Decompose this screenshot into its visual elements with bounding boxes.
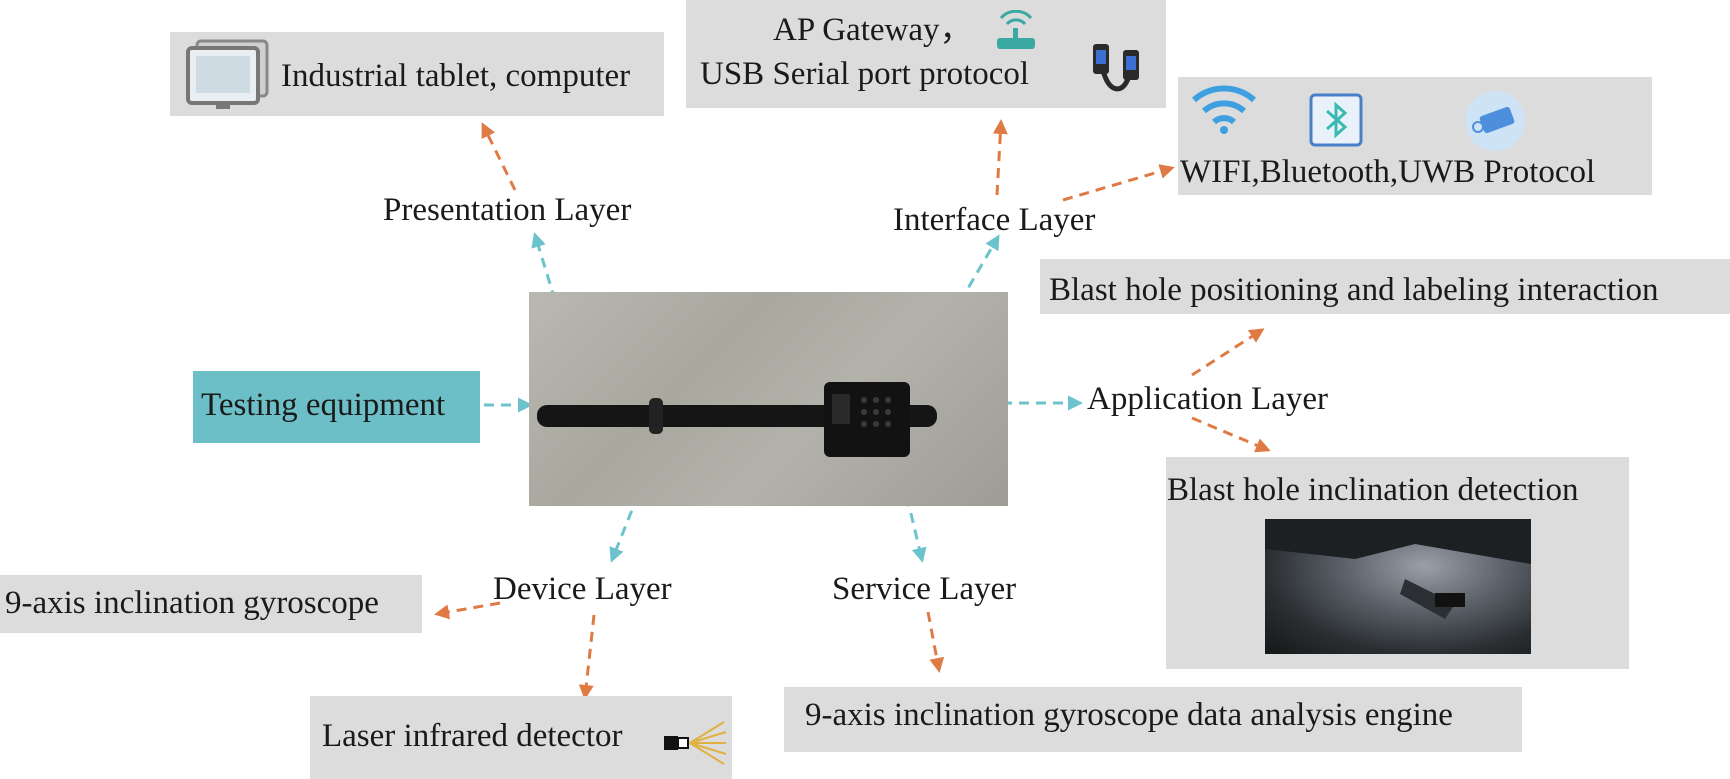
inclination-photo <box>1265 519 1531 654</box>
wifi-icon <box>1189 84 1259 141</box>
laser-label: Laser infrared detector <box>322 718 623 754</box>
arrow-to-interface <box>958 234 1000 303</box>
monitor-icon <box>183 38 273 117</box>
gateway-box <box>686 0 1166 108</box>
router-icon <box>993 9 1039 57</box>
application-layer-label: Application Layer <box>1087 381 1328 417</box>
gyroscope-label: 9-axis inclination gyroscope <box>5 585 379 621</box>
gyroscope-box <box>0 575 422 633</box>
laser-emitter-icon <box>662 720 728 773</box>
arrow-presentation-target <box>481 122 517 191</box>
arrow-device-gyroscope <box>434 601 501 620</box>
testing-equipment-box <box>193 371 480 443</box>
arrow-to-service <box>901 479 927 563</box>
arrow-to-presentation <box>531 232 557 301</box>
inclination-label: Blast hole inclination detection <box>1167 472 1579 508</box>
arrow-to-device <box>609 494 640 563</box>
bluetooth-icon <box>1309 93 1363 152</box>
positioning-box <box>1040 259 1730 314</box>
testing-equipment-label: Testing equipment <box>201 387 446 423</box>
presentation-layer-label: Presentation Layer <box>383 192 632 228</box>
arrow-application-positioning <box>1191 328 1265 377</box>
uwb-tag-icon <box>1463 89 1527 158</box>
arrow-interface-wireless <box>1062 164 1175 202</box>
positioning-label: Blast hole positioning and labeling inte… <box>1049 272 1659 308</box>
gateway-label-line2: USB Serial port protocol <box>700 56 1030 92</box>
device-layer-label: Device Layer <box>493 571 672 607</box>
engine-label: 9-axis inclination gyroscope data analys… <box>805 697 1453 733</box>
detector-device-drawing <box>537 382 937 457</box>
wireless-box <box>1178 77 1652 195</box>
engine-box <box>784 687 1522 752</box>
gateway-label-line1: AP Gateway， <box>773 12 973 48</box>
presentation-target-label: Industrial tablet, computer <box>281 58 631 94</box>
interface-layer-label: Interface Layer <box>893 202 1096 238</box>
detector-device-photo <box>529 292 1008 506</box>
arrow-interface-gateway <box>992 119 1008 196</box>
usb-cable-icon <box>1085 30 1155 111</box>
wireless-label: WIFI,Bluetooth,UWB Protocol <box>1180 154 1596 190</box>
arrow-service-engine <box>926 611 945 673</box>
arrow-application-inclination <box>1191 416 1271 453</box>
service-layer-label: Service Layer <box>832 571 1017 607</box>
laser-box <box>310 696 732 779</box>
arrow-device-laser <box>578 614 596 700</box>
